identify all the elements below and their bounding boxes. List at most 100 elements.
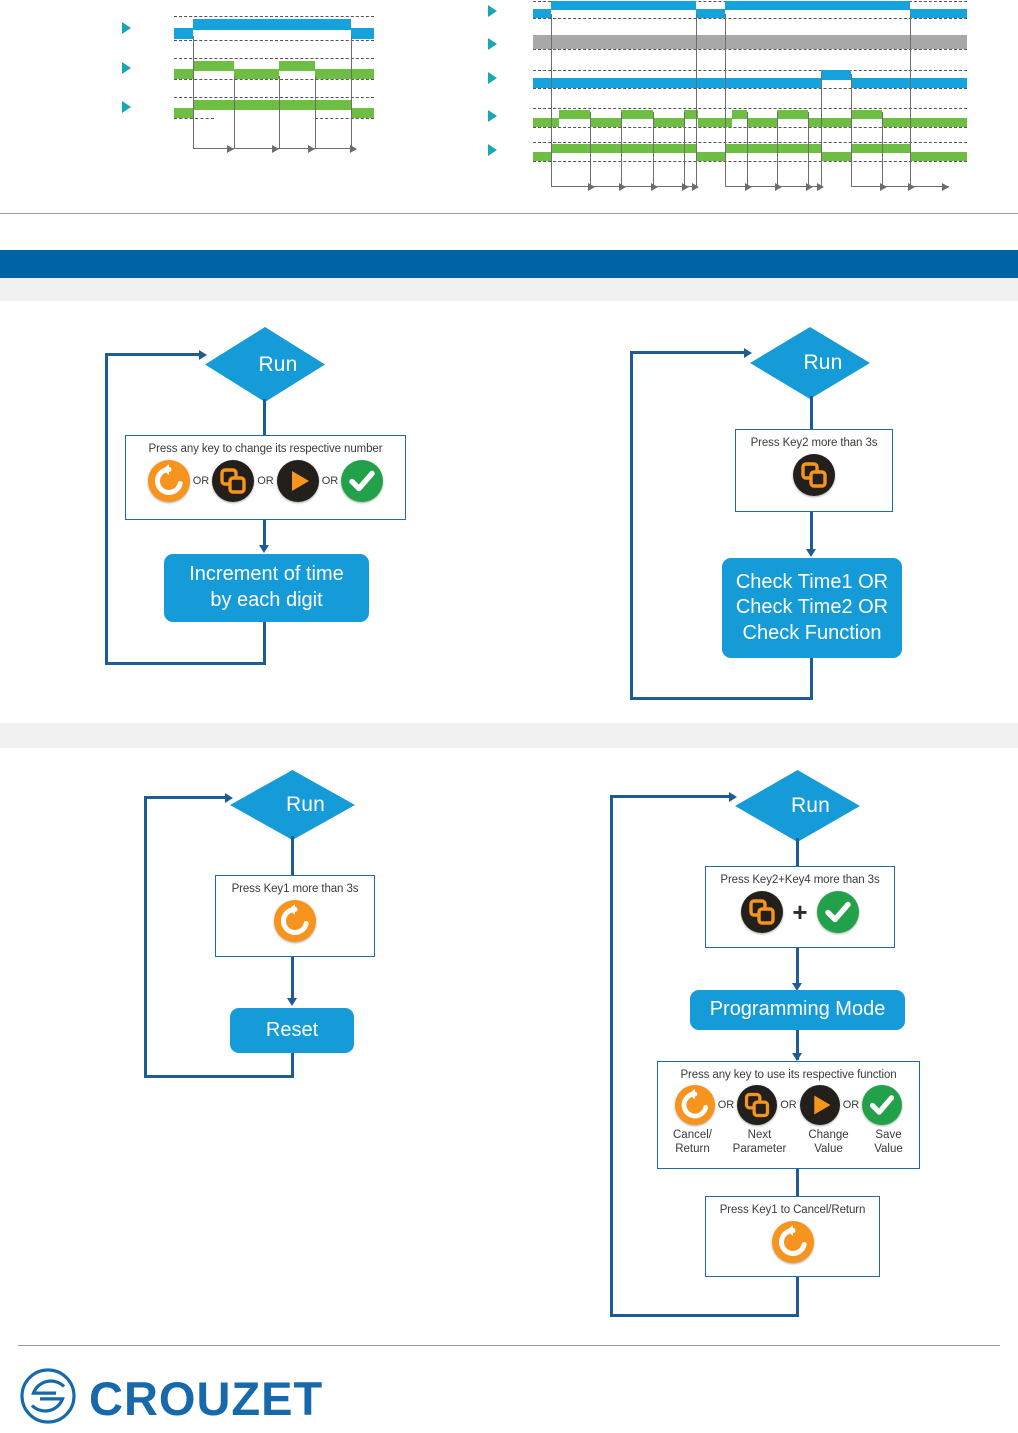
connector-line	[291, 957, 294, 1001]
key-row: OR OR OR	[126, 460, 405, 502]
connector-line	[263, 520, 266, 548]
key-row	[736, 454, 892, 496]
function-label-row: Cancel/ Return Next Parameter Change Val…	[658, 1128, 919, 1156]
key2-overlapping-squares-icon[interactable]	[737, 1085, 778, 1125]
signal-segment-green	[174, 108, 193, 118]
subsection-band	[0, 723, 1018, 748]
signal-reference-line	[315, 118, 374, 119]
connector-line	[796, 1030, 799, 1060]
key4-check-mark-icon[interactable]	[862, 1085, 903, 1125]
connector-line	[291, 836, 294, 876]
connector-loop-right	[144, 796, 226, 799]
signal-segment-blue	[174, 28, 193, 39]
time-axis-arrow-icon	[806, 183, 813, 191]
transition-line	[747, 112, 748, 186]
signal-reference-line	[174, 58, 374, 59]
signal-segment-green	[590, 118, 621, 127]
function-label-line: Return	[675, 1143, 710, 1156]
transition-line	[590, 112, 591, 186]
signal-segment-green	[193, 100, 351, 110]
key1-reset-circular-arrow-icon[interactable]	[674, 1085, 715, 1125]
function-label-line: Parameter	[732, 1143, 787, 1156]
result-node-reset[interactable]: Reset	[230, 1008, 354, 1053]
signal-segment-blue	[910, 9, 967, 18]
connector-line	[796, 838, 799, 867]
transition-line	[193, 36, 194, 148]
time-axis-arrow-icon	[272, 145, 279, 153]
key3-play-triangle-icon[interactable]	[276, 460, 319, 502]
timing-diagram-right	[485, 0, 1005, 200]
channel-marker-icon	[122, 22, 131, 34]
cancel-return-caption: Press Key1 to Cancel/Return	[719, 1204, 866, 1216]
key-instruction-box: Press Key2 more than 3s	[735, 429, 893, 512]
signal-segment-green	[852, 110, 882, 119]
channel-marker-icon	[488, 5, 497, 17]
signal-segment-green	[174, 69, 193, 79]
key3-play-triangle-icon[interactable]	[799, 1085, 840, 1125]
signal-segment-blue	[533, 78, 821, 88]
key2-overlapping-squares-icon[interactable]	[793, 454, 835, 496]
key-row: +	[706, 891, 894, 933]
key1-reset-circular-arrow-icon[interactable]	[771, 1221, 814, 1263]
run-node[interactable]: Run	[205, 327, 325, 402]
function-label-line: Change	[808, 1129, 849, 1141]
section-heading-band	[0, 250, 1018, 278]
signal-segment-green	[315, 69, 374, 79]
connector-line	[796, 948, 799, 986]
signal-segment-green	[351, 108, 374, 118]
signal-reference-line	[533, 49, 967, 50]
signal-segment-blue	[551, 1, 696, 10]
function-label-line: Value	[874, 1143, 903, 1156]
connector-line	[796, 1169, 799, 1197]
transition-line	[882, 112, 883, 186]
key1-reset-circular-arrow-icon[interactable]	[274, 900, 316, 942]
run-node-label: Run	[803, 351, 843, 374]
connector-arrow-icon	[225, 793, 233, 803]
connector-loop-right	[610, 795, 730, 798]
key4-check-mark-icon[interactable]	[341, 460, 384, 502]
key4-check-mark-icon[interactable]	[816, 891, 859, 933]
connector-arrow-icon	[287, 998, 297, 1006]
connector-line	[810, 396, 813, 429]
transition-line	[684, 112, 685, 186]
function-label-change-value: Change Value	[796, 1128, 862, 1156]
run-node[interactable]: Run	[750, 327, 870, 399]
signal-segment-grey	[533, 35, 967, 49]
time-axis-arrow-icon	[908, 183, 915, 191]
signal-segment-green	[725, 144, 821, 153]
transition-line	[551, 14, 552, 186]
time-axis-arrow-icon	[942, 183, 949, 191]
signal-segment-green	[821, 152, 851, 161]
footer-divider	[18, 1345, 1000, 1346]
key-instruction-caption: Press Key2+Key4 more than 3s	[720, 874, 880, 886]
connector-loop-down	[810, 658, 813, 700]
function-label-save-value: Save Value	[862, 1128, 916, 1156]
signal-segment-green	[533, 118, 559, 127]
key-instruction-box: Press any key to change its respective n…	[125, 435, 406, 520]
connector-arrow-icon	[792, 1053, 802, 1061]
run-node[interactable]: Run	[230, 770, 355, 840]
result-node-increment-time[interactable]: Increment of time by each digit	[164, 554, 369, 622]
result-node-check-time[interactable]: Check Time1 OR Check Time2 OR Check Func…	[722, 558, 902, 658]
or-separator-label: OR	[321, 475, 339, 487]
signal-segment-green	[559, 110, 590, 119]
result-line: Increment of time	[189, 563, 344, 586]
result-line: Check Time2 OR	[735, 596, 889, 619]
signal-reference-line	[533, 142, 967, 143]
result-line: Programming Mode	[709, 998, 886, 1021]
key2-overlapping-squares-icon[interactable]	[212, 460, 255, 502]
function-label-line: Value	[814, 1143, 843, 1156]
run-node[interactable]: Run	[735, 770, 860, 842]
key1-reset-circular-arrow-icon[interactable]	[147, 460, 190, 502]
signal-reference-line	[533, 108, 967, 109]
channel-marker-icon	[122, 62, 131, 74]
transition-line	[777, 112, 778, 186]
plus-separator-label: +	[792, 897, 808, 927]
channel-marker-icon	[122, 101, 131, 113]
signal-segment-blue	[533, 9, 551, 18]
key2-overlapping-squares-icon[interactable]	[741, 891, 784, 933]
function-label-next-parameter: Next Parameter	[724, 1128, 796, 1156]
connector-arrow-icon	[806, 549, 816, 557]
result-node-programming-mode[interactable]: Programming Mode	[690, 990, 905, 1030]
signal-reference-line	[533, 70, 967, 71]
